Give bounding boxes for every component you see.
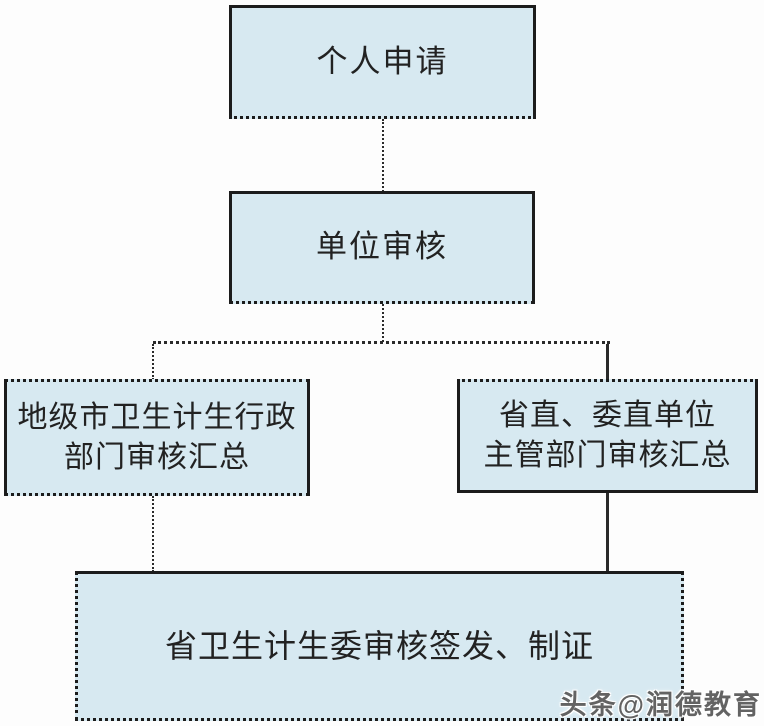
connector-branch-to-city-review (152, 344, 154, 380)
node-label: 单位审核 (316, 229, 448, 265)
node-unit-review: 单位审核 (229, 191, 535, 304)
node-label: 省卫生计生委审核签发、制证 (164, 627, 594, 664)
node-label: 个人申请 (316, 43, 449, 79)
node-label-line-2: 主管部门审核汇总 (483, 439, 732, 472)
connector-unit-review-to-branch (382, 304, 384, 342)
connector-application-to-unit-review (382, 119, 384, 192)
connector-city-review-to-issue (152, 496, 154, 572)
node-provincial-direct-unit-review: 省直、委直单位 主管部门审核汇总 (457, 379, 758, 493)
node-label-line-2: 部门审核汇总 (64, 440, 250, 474)
branch-horizontal-line (153, 341, 610, 344)
node-label-line-1: 地级市卫生计生行政 (17, 400, 297, 434)
node-provincial-commission-issue: 省卫生计生委审核签发、制证 (75, 571, 684, 721)
connector-provincial-review-to-issue (606, 493, 609, 572)
connector-branch-to-provincial-review (606, 344, 609, 380)
toutiao-watermark: 头条@润德教育 (559, 690, 762, 720)
node-label-line-1: 省直、委直单位 (499, 399, 716, 433)
node-city-health-admin-review: 地级市卫生计生行政 部门审核汇总 (4, 379, 310, 496)
node-personal-application: 个人申请 (229, 5, 536, 119)
